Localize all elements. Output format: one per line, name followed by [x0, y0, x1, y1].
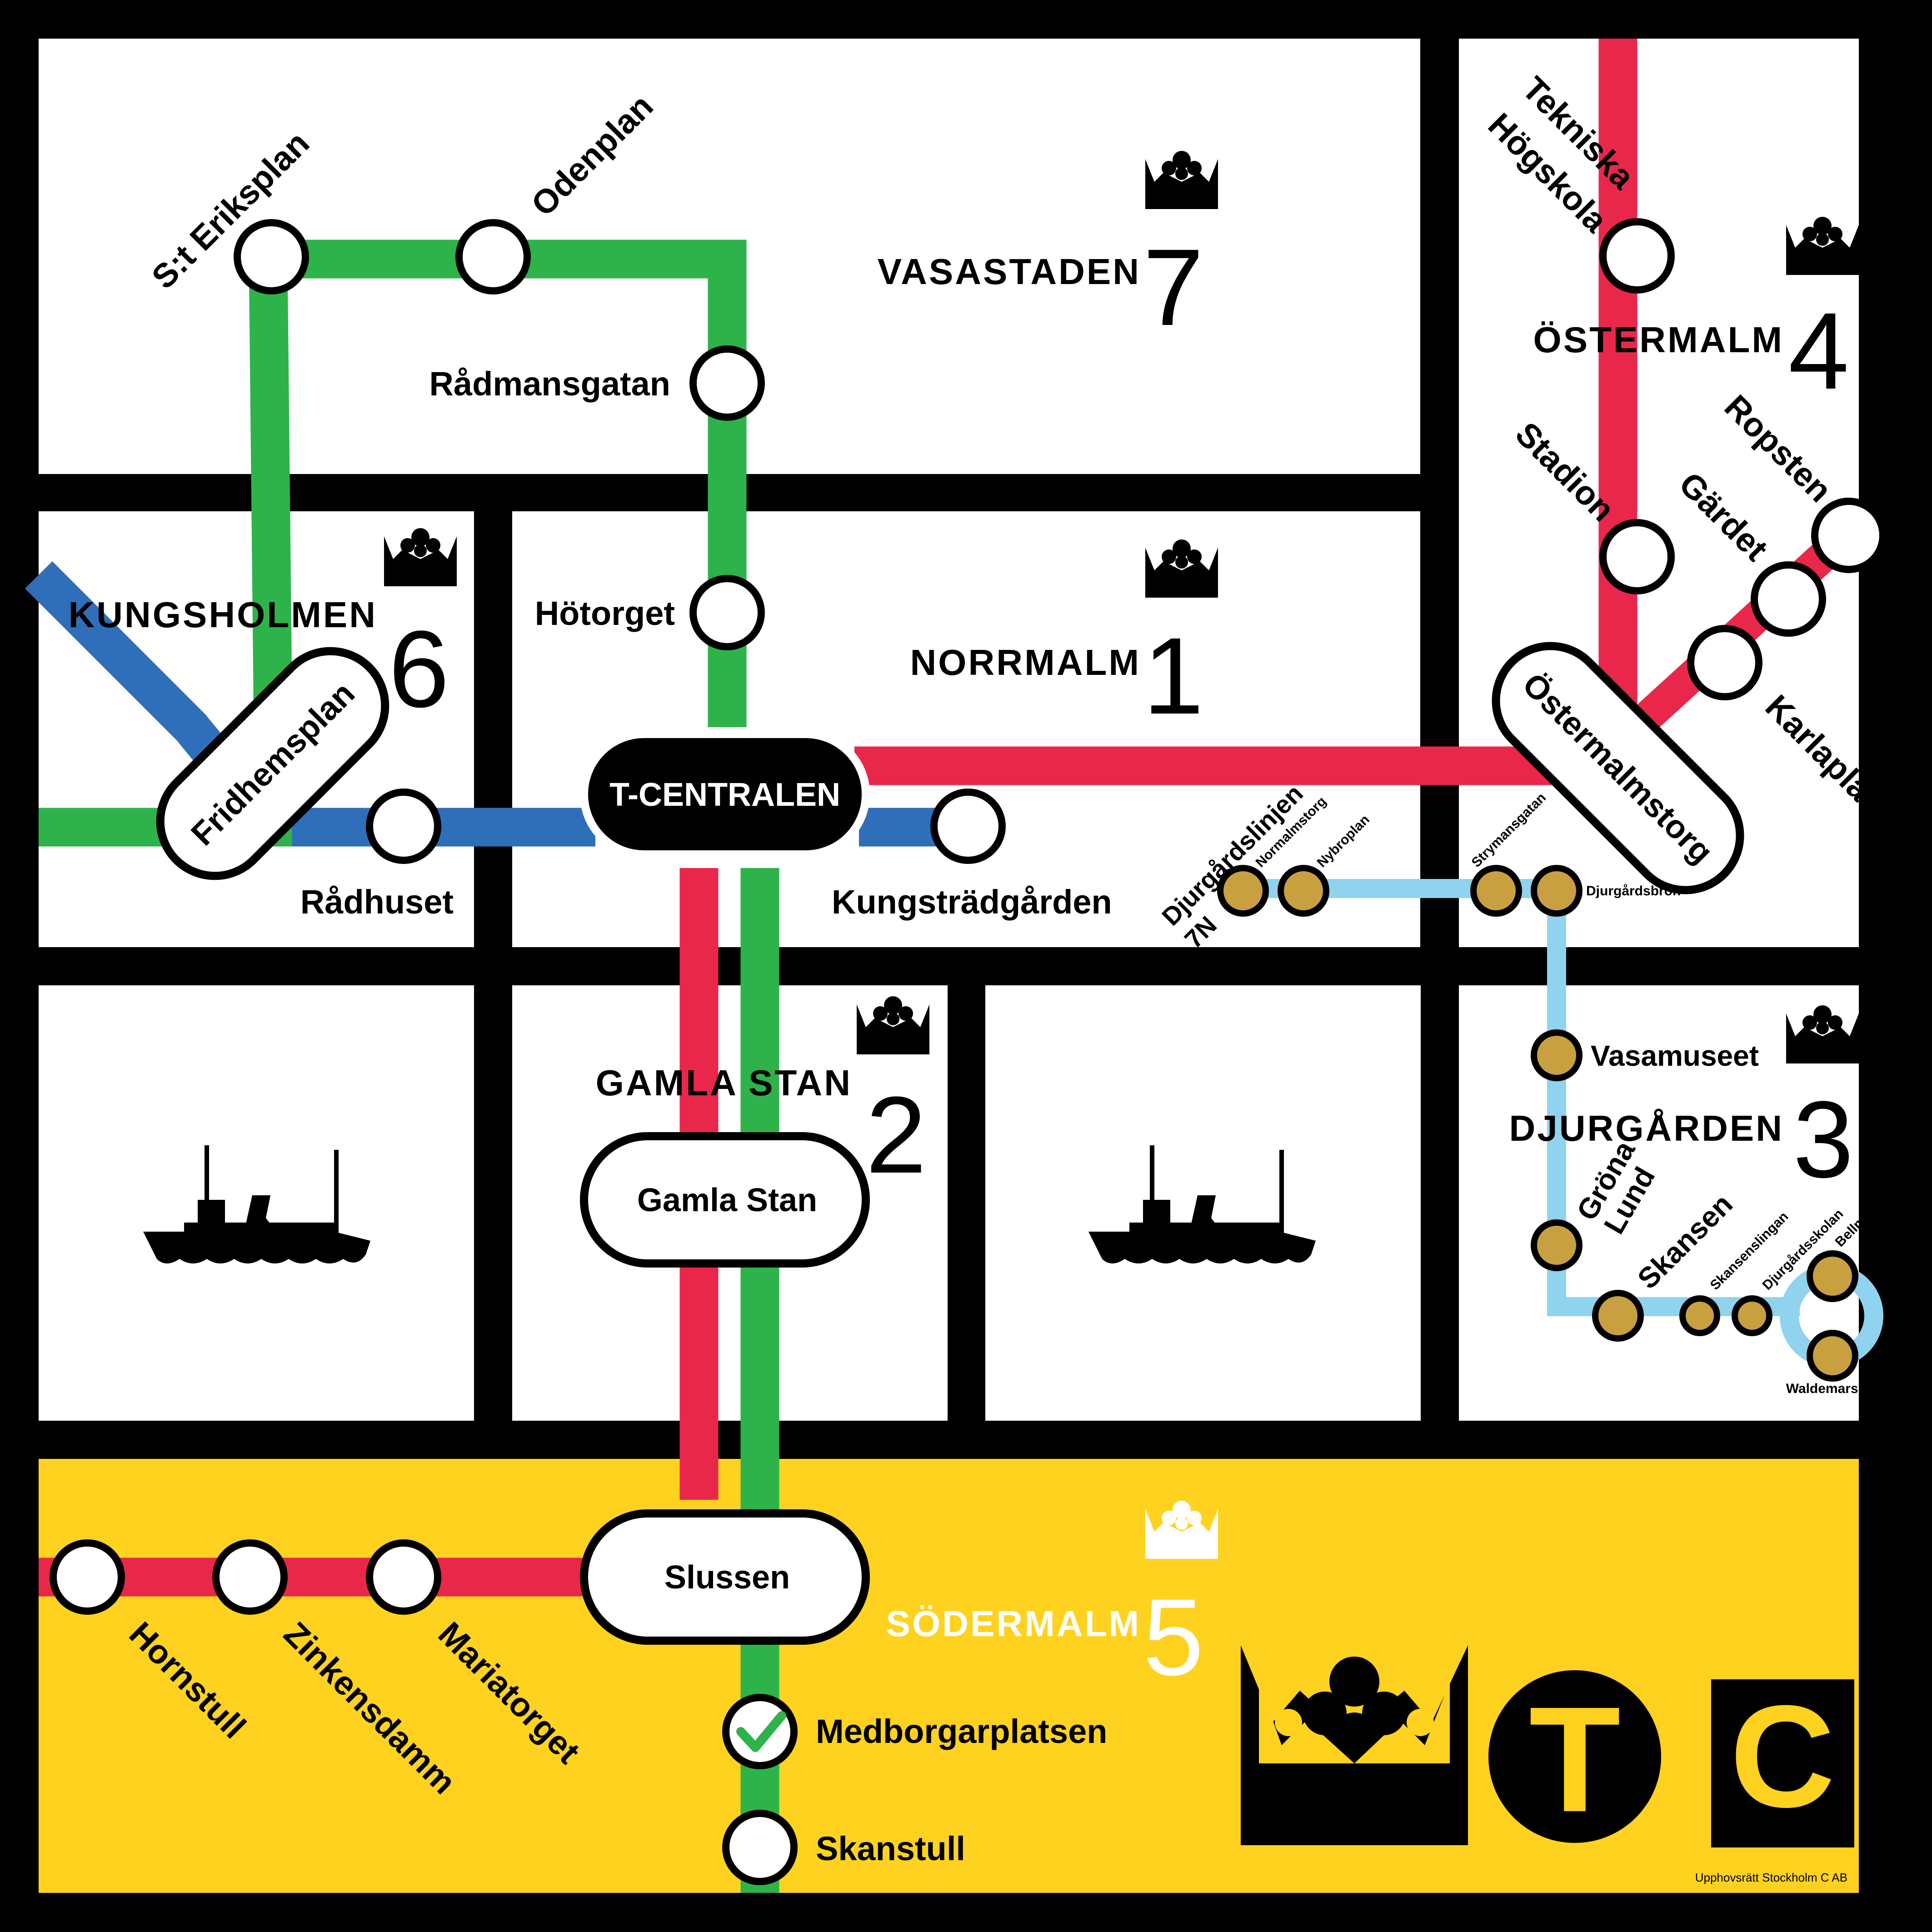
station-gamla-stan[interactable]: Gamla Stan: [580, 1132, 870, 1268]
copyright-text: Upphovsrätt Stockholm C AB: [1695, 1871, 1847, 1884]
tram-stop-skansenslingan[interactable]: [1679, 1295, 1720, 1336]
label-kungstradgarden: Kungsträdgården: [832, 883, 1112, 921]
station-gardet[interactable]: [1751, 561, 1826, 637]
station-mariatorget[interactable]: [366, 1539, 441, 1615]
district-djurgarden: DJURGÅRDEN 3: [1509, 1005, 1859, 1200]
district-sodermalm: SÖDERMALM 5: [886, 1501, 1218, 1698]
label-tram-djurgardsbron: Djurgårdsbron: [1586, 884, 1681, 899]
district-norrmalm: NORRMALM 1: [910, 539, 1218, 737]
district-number: 7: [1143, 226, 1203, 348]
station-label: T-CENTRALEN: [609, 777, 840, 813]
tram-stop-waldemarsudde[interactable]: [1807, 1330, 1858, 1382]
tram-stop-vasamuseet[interactable]: [1531, 1029, 1583, 1081]
label-tram-waldemarsudde: Waldemarsudde: [1786, 1381, 1891, 1396]
district-number: 2: [866, 1074, 926, 1196]
district-number: 6: [389, 608, 449, 730]
district-name: ÖSTERMALM: [1533, 320, 1784, 360]
district-name: GAMLA STAN: [596, 1063, 852, 1103]
station-label: Slussen: [664, 1559, 790, 1596]
tram-stop-nybroplan[interactable]: [1278, 865, 1329, 917]
tram-stop-bellmansro[interactable]: [1807, 1250, 1858, 1302]
station-kungstradgarden[interactable]: [930, 789, 1006, 864]
district-number: 3: [1793, 1078, 1853, 1200]
label-radmansgatan: Rådmansgatan: [429, 365, 670, 403]
label-medborgarplatsen: Medborgarplatsen: [816, 1712, 1107, 1750]
label-radhuset: Rådhuset: [300, 883, 454, 921]
district-number: 4: [1788, 290, 1849, 412]
tram-stop-skansen[interactable]: [1592, 1290, 1644, 1342]
station-t-centralen[interactable]: T-CENTRALEN: [580, 730, 870, 859]
station-odenplan[interactable]: [455, 219, 531, 295]
district-name: DJURGÅRDEN: [1509, 1108, 1784, 1148]
district-name: VASASTADEN: [878, 251, 1141, 292]
district-kungsholmen: KUNGSHOLMEN 6: [68, 528, 457, 730]
station-radhuset[interactable]: [366, 789, 441, 864]
district-vasastaden: VASASTADEN 7: [878, 151, 1218, 348]
station-karlaplan[interactable]: [1687, 625, 1762, 700]
district-name: KUNGSHOLMEN: [68, 594, 377, 635]
station-stadion[interactable]: [1599, 519, 1675, 594]
tram-stop-djurgardsskolan[interactable]: [1732, 1295, 1772, 1336]
station-label: Gamla Stan: [637, 1182, 817, 1218]
station-hornstull[interactable]: [50, 1539, 125, 1615]
station-tekniska-hogskola[interactable]: [1599, 218, 1675, 294]
tram-stop-strymansgatan[interactable]: [1470, 865, 1522, 917]
tram-stop-djurgardsbron[interactable]: [1531, 865, 1583, 917]
station-slussen[interactable]: Slussen: [580, 1509, 870, 1645]
crown-logo-icon: [1241, 1645, 1468, 1845]
check-icon: [736, 1711, 786, 1752]
station-zinkensdamm[interactable]: [212, 1539, 288, 1615]
station-medborgarplatsen[interactable]: [722, 1694, 798, 1769]
district-name: NORRMALM: [910, 642, 1141, 683]
label-hotorget: Hötorget: [535, 594, 675, 632]
label-skanstull: Skanstull: [816, 1830, 965, 1867]
station-skanstull[interactable]: [722, 1810, 798, 1885]
label-tram-vasamuseet: Vasamuseet: [1591, 1039, 1759, 1072]
station-st-eriksplan[interactable]: [234, 219, 309, 295]
station-radmansgatan[interactable]: [689, 345, 765, 421]
district-gamla-stan: GAMLA STAN 2: [596, 996, 929, 1196]
tram-stop-grona-lund[interactable]: [1531, 1219, 1583, 1271]
station-ropsten[interactable]: [1811, 498, 1887, 573]
c-logo-letter: C: [1730, 1675, 1835, 1837]
district-ostermalm: ÖSTERMALM 4: [1533, 217, 1859, 412]
district-name: SÖDERMALM: [886, 1603, 1141, 1644]
tram-stop-normalmstorg[interactable]: [1217, 865, 1269, 917]
station-hotorget[interactable]: [689, 575, 765, 650]
t-logo-letter: T: [1529, 1675, 1621, 1843]
block-norrmalm: [512, 511, 1420, 947]
district-number: 5: [1143, 1576, 1203, 1698]
c-logo-icon: C: [1711, 1675, 1854, 1847]
t-logo-icon: T: [1488, 1670, 1661, 1843]
district-number: 1: [1143, 615, 1203, 737]
